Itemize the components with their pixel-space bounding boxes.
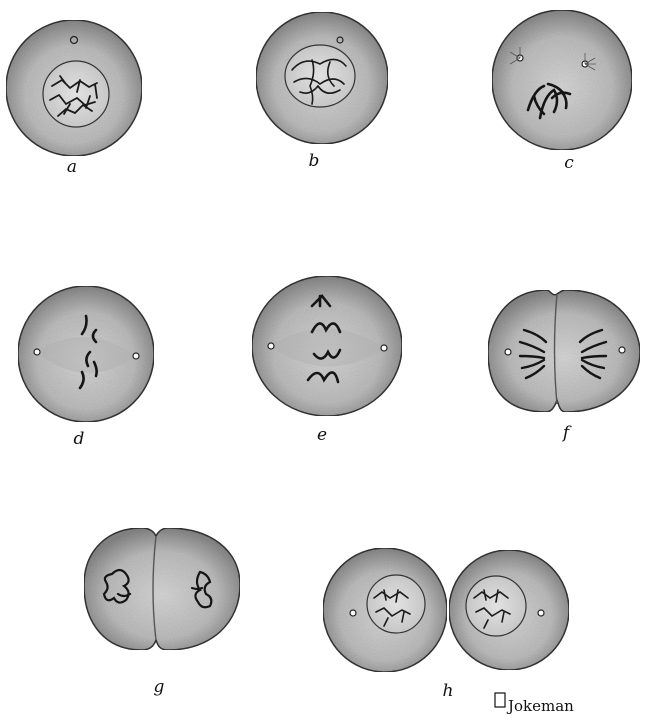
centrosome-right bbox=[538, 610, 544, 616]
label-f: f bbox=[561, 423, 572, 443]
panel-g bbox=[84, 528, 240, 650]
label-g: g bbox=[154, 677, 165, 697]
label-e: e bbox=[317, 425, 327, 445]
centrosome-left bbox=[350, 610, 356, 616]
label-d: d bbox=[74, 429, 85, 449]
cell-body bbox=[492, 10, 632, 150]
pole-right bbox=[133, 353, 139, 359]
panel-f bbox=[488, 290, 640, 412]
signature-text: Jokeman bbox=[506, 697, 574, 715]
nucleus bbox=[43, 61, 109, 127]
panel-a bbox=[6, 20, 142, 156]
engraver-signature: Jokeman bbox=[495, 693, 574, 715]
label-c: c bbox=[564, 153, 574, 173]
panel-c bbox=[492, 10, 632, 150]
nucleus-right bbox=[466, 576, 526, 636]
pole-right bbox=[619, 347, 625, 353]
label-b: b bbox=[309, 151, 320, 171]
pole-left bbox=[34, 349, 40, 355]
label-a: a bbox=[67, 157, 77, 177]
panel-h bbox=[323, 548, 569, 672]
pole-right bbox=[381, 345, 387, 351]
panel-e bbox=[252, 276, 402, 416]
pole-left bbox=[505, 349, 511, 355]
panel-d bbox=[18, 286, 154, 422]
label-h: h bbox=[443, 681, 454, 701]
panel-b bbox=[256, 12, 388, 144]
nucleus bbox=[285, 45, 355, 107]
signature-monogram bbox=[495, 693, 505, 707]
nucleus-left bbox=[367, 575, 425, 633]
pole-left bbox=[268, 343, 274, 349]
